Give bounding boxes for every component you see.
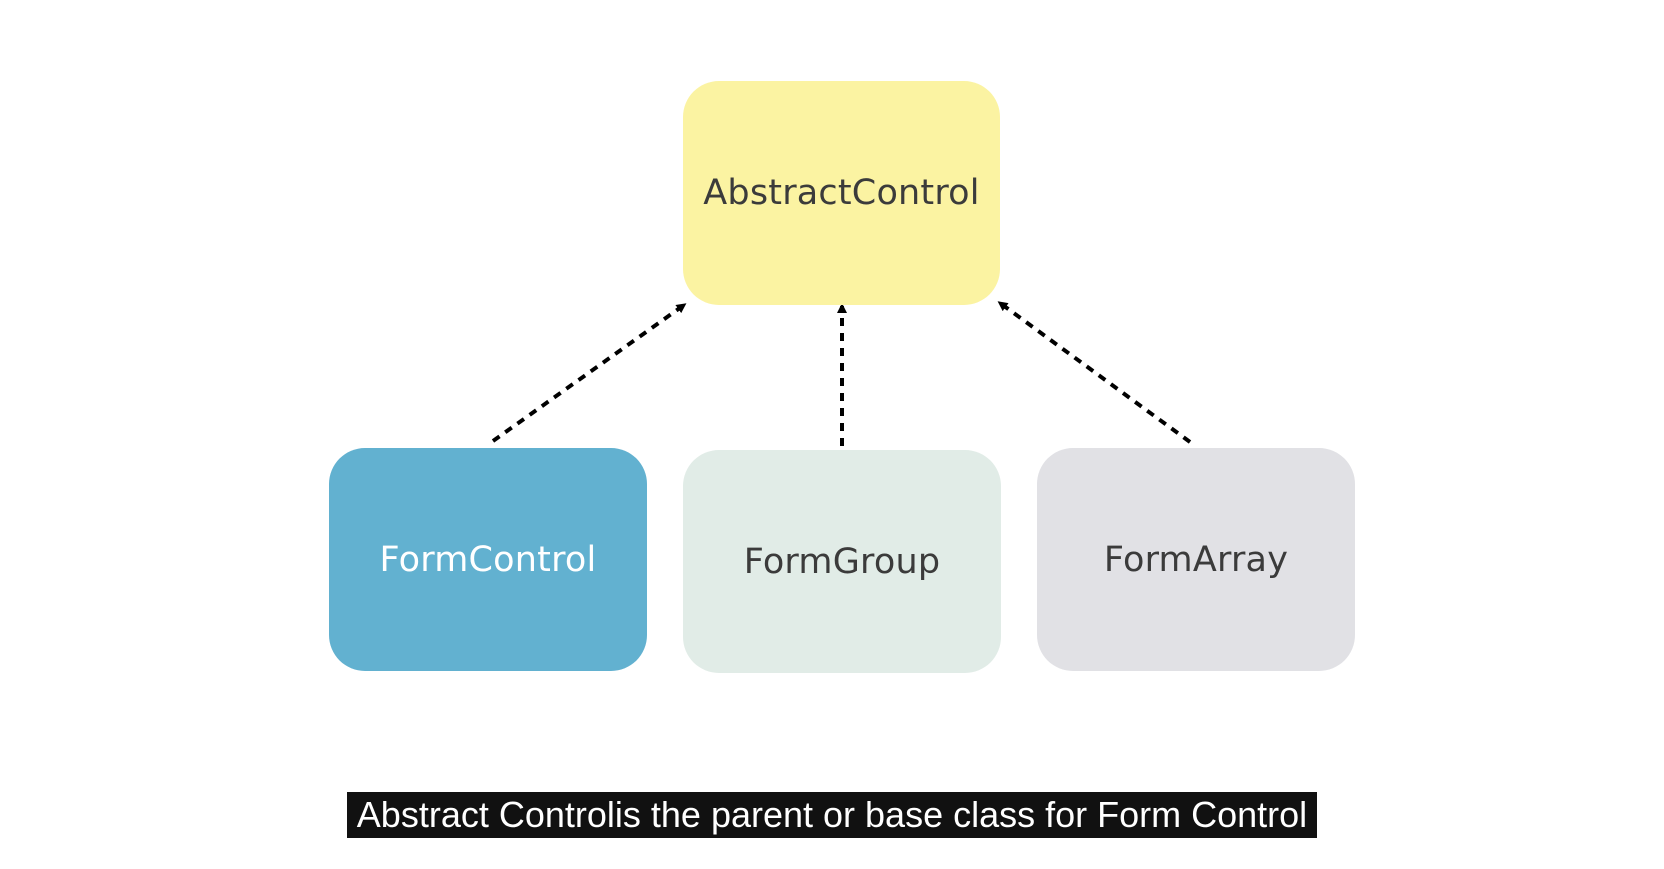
- abstractcontrol-label: AbstractControl: [703, 173, 980, 213]
- formgroup-label: FormGroup: [743, 541, 941, 582]
- formgroup-node: FormGroup: [683, 450, 1001, 673]
- formcontrol-label: FormControl: [379, 539, 597, 580]
- formarray-label: FormArray: [1103, 539, 1289, 580]
- subtitle-caption: Abstract Controlis the parent or base cl…: [346, 792, 1318, 838]
- formcontrol-node: FormControl: [329, 448, 647, 671]
- caption-bar: Abstract Controlis the parent or base cl…: [0, 792, 1664, 838]
- formarray-node: FormArray: [1037, 448, 1355, 671]
- abstractcontrol-node: AbstractControl: [683, 81, 1000, 305]
- edge-formarray-to-abstractcontrol: [997, 301, 1192, 444]
- edge-formcontrol-to-abstractcontrol: [491, 303, 687, 443]
